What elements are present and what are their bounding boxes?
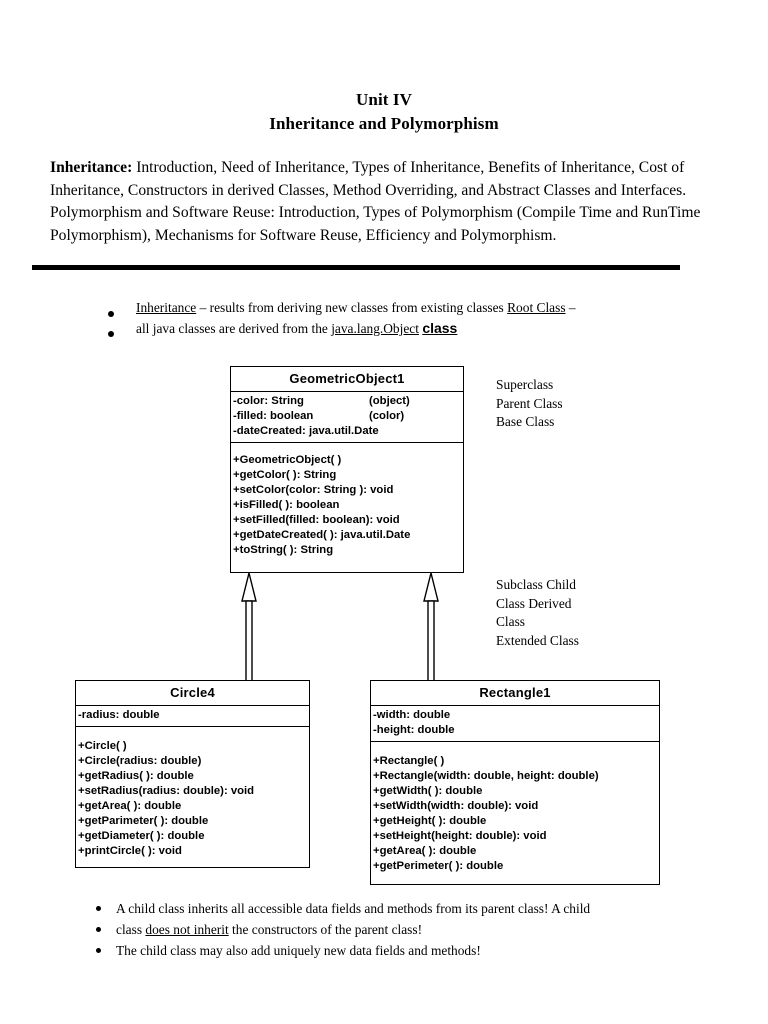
list-item: class does not inherit the constructors … [88, 919, 698, 940]
uml-operation-row: +setWidth(width: double): void [373, 800, 539, 812]
page-title-unit: Unit IV [356, 90, 412, 109]
bullet-dot-icon [96, 927, 101, 932]
list-item-text: A child class inherits all accessible da… [116, 901, 591, 916]
superclass-annotation: Superclass Parent Class Base Class [496, 376, 563, 432]
syllabus-body-text: Introduction, Need of Inheritance, Types… [50, 159, 701, 244]
uml-operation-row: +getRadius( ): double [78, 770, 194, 782]
uml-operation-row: +getColor( ): String [233, 469, 337, 481]
annotation-line: Class [496, 614, 526, 630]
uml-attributes-compartment: -color: String (object) -filled: boolean (… [231, 392, 463, 443]
generalization-arrow-circle [241, 572, 257, 682]
uml-operation-row: +printCircle( ): void [78, 845, 182, 857]
uml-operation-row: +getParimeter( ): double [78, 815, 209, 827]
annotation-line: Superclass [496, 377, 554, 392]
uml-operation-row: +setColor(color: String ): void [233, 484, 394, 496]
list-item-text-tail: the constructors of the parent class! [228, 922, 423, 937]
line1-trailing-dash: – [565, 300, 576, 315]
bullet-dot-icon [96, 906, 101, 911]
inheritance-term: Inheritance [136, 300, 197, 315]
upper-bullet-list: Inheritance – results from deriving new … [100, 298, 700, 339]
bullet-dot-icon [108, 331, 114, 337]
uml-operation-row: +Circle(radius: double) [78, 755, 202, 767]
uml-operation-row: +setHeight(height: double): void [373, 830, 547, 842]
uml-operation-row: +getPerimeter( ): double [373, 860, 504, 872]
uml-operation-row: +getArea( ): double [373, 845, 477, 857]
uml-attribute-text: -filled: boolean [233, 410, 314, 422]
inheritance-definition: – results from deriving new classes from… [196, 300, 508, 315]
uml-attributes-compartment: -width: double -height: double [371, 706, 659, 742]
bullet-dot-icon [96, 948, 101, 953]
page-title-topic: Inheritance and Polymorphism [269, 114, 499, 133]
list-item: The child class may also add uniquely ne… [88, 940, 698, 961]
uml-class-name: GeometricObject1 [231, 367, 463, 392]
syllabus-paragraph: Inheritance: Introduction, Need of Inher… [50, 157, 722, 247]
uml-class-geometricobject1: GeometricObject1 -color: String (object) … [230, 366, 464, 573]
uml-attribute-row: -filled: boolean (color) [233, 409, 463, 424]
uml-operation-row: +getDiameter( ): double [78, 830, 205, 842]
uml-operation-row: +Rectangle( ) [373, 755, 445, 767]
uml-operation-row: +getArea( ): double [78, 800, 182, 812]
uml-operation-row: +Circle( ) [78, 740, 127, 752]
uml-operations-compartment: +Circle( ) +Circle(radius: double) +getR… [76, 727, 309, 865]
uml-attributes-compartment: -radius: double [76, 706, 309, 727]
subclass-annotation: Subclass Child Class Derived Class Exten… [496, 576, 579, 650]
java-derivation-text: all java classes are derived from the [136, 321, 332, 336]
uml-attribute-text: -color: String [233, 395, 304, 407]
uml-operation-row: +toString( ): String [233, 544, 334, 556]
uml-operation-row: +isFilled( ): boolean [233, 499, 340, 511]
uml-operations-compartment: +GeometricObject( ) +getColor( ): String… [231, 443, 463, 564]
list-item-text: The child class may also add uniquely ne… [116, 943, 481, 958]
uml-attribute-text: -dateCreated: java.util.Date [233, 425, 379, 437]
uml-operation-row: +getDateCreated( ): java.util.Date [233, 529, 411, 541]
list-item: all java classes are derived from the ja… [100, 318, 700, 339]
uml-operation-row: +setRadius(radius: double): void [78, 785, 255, 797]
uml-operation-row: +Rectangle(width: double, height: double… [373, 770, 599, 782]
lower-bullet-list: A child class inherits all accessible da… [88, 898, 698, 961]
uml-operation-row: +getWidth( ): double [373, 785, 483, 797]
uml-attribute-row: -height: double [373, 724, 455, 736]
uml-attribute-row: -color: String (object) [233, 394, 463, 409]
bullet-dot-icon [108, 311, 114, 317]
list-item: A child class inherits all accessible da… [88, 898, 698, 919]
annotation-line: Class Derived [496, 595, 572, 611]
uml-class-rectangle1: Rectangle1 -width: double -height: doubl… [370, 680, 660, 885]
class-keyword: class [422, 320, 458, 336]
section-divider-rule [32, 265, 680, 270]
uml-class-name: Circle4 [76, 681, 309, 706]
uml-attribute-row: -radius: double [78, 709, 160, 721]
uml-class-name: Rectangle1 [371, 681, 659, 706]
generalization-arrow-rectangle [423, 572, 439, 682]
annotation-line: Extended Class [496, 632, 579, 648]
annotation-line: Subclass Child [496, 577, 576, 592]
uml-attribute-note: (object) [369, 395, 410, 407]
uml-operation-row: +setFilled(filled: boolean): void [233, 514, 400, 526]
uml-operations-compartment: +Rectangle( ) +Rectangle(width: double, … [371, 742, 659, 880]
annotation-line: Base Class [496, 414, 555, 430]
does-not-inherit-emphasis: does not inherit [145, 922, 229, 937]
uml-operation-row: +getHeight( ): double [373, 815, 487, 827]
syllabus-lead-label: Inheritance: [50, 159, 133, 176]
uml-attribute-row: -dateCreated: java.util.Date [233, 424, 463, 439]
list-item: Inheritance – results from deriving new … [100, 298, 700, 318]
root-class-term: Root Class [507, 300, 566, 315]
java-lang-object-term: java.lang.Object [331, 321, 419, 336]
annotation-line: Parent Class [496, 395, 563, 411]
uml-operation-row: +GeometricObject( ) [233, 454, 342, 466]
uml-attribute-note: (color) [369, 410, 405, 422]
list-item-text: class [116, 922, 146, 937]
uml-class-circle4: Circle4 -radius: double +Circle( ) +Circ… [75, 680, 310, 868]
uml-attribute-row: -width: double [373, 709, 451, 721]
